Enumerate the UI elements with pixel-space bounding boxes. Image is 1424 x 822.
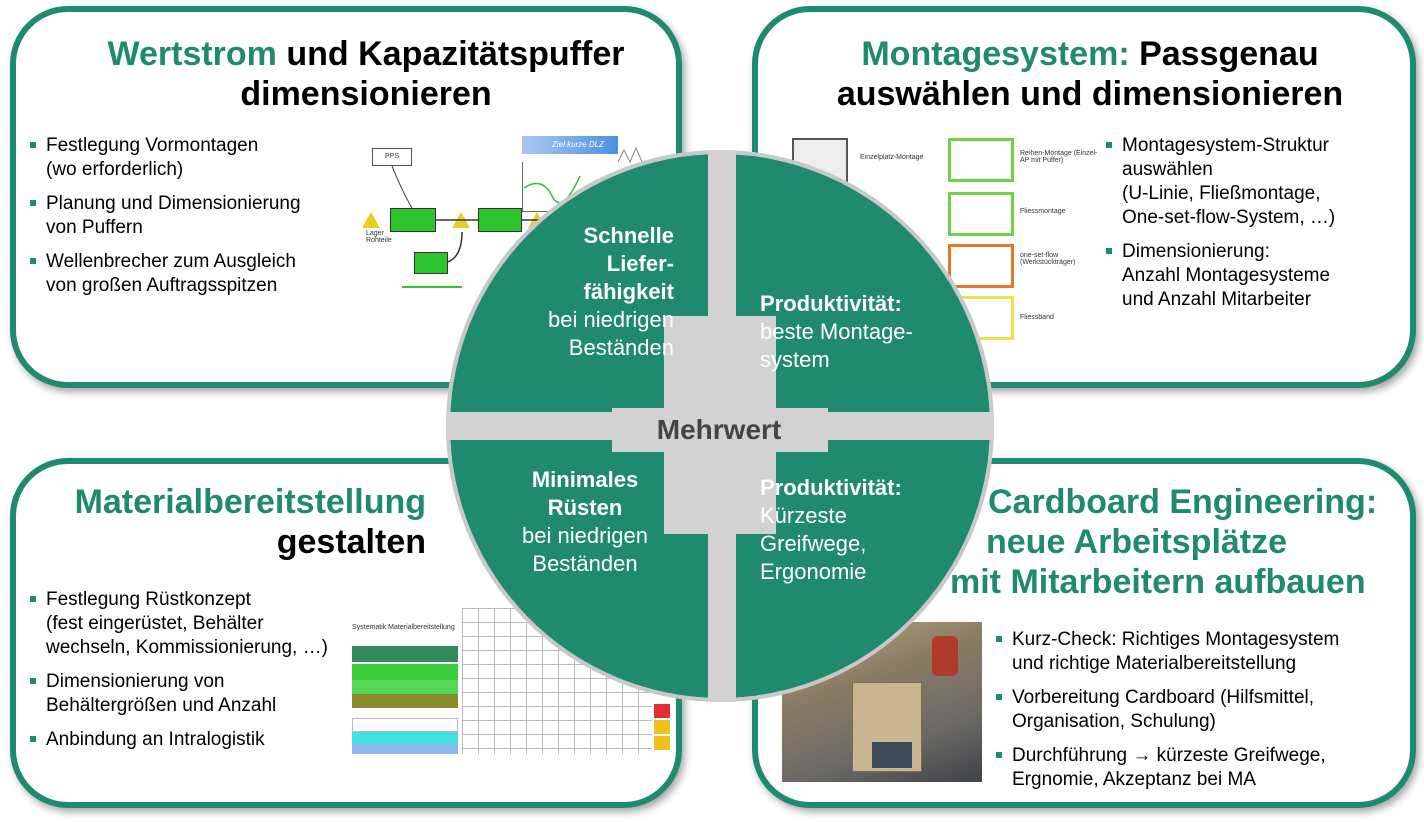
matrix-row-6 bbox=[352, 732, 458, 744]
matrix-status-yellow bbox=[654, 720, 670, 734]
montagesystem-title-line2: auswählen und dimensionieren bbox=[836, 75, 1344, 113]
value-stream-diagram: PPS Ziel kurze DLZ Lager Rohteile bbox=[362, 136, 652, 306]
system-label-3: Fliessmontage bbox=[1020, 208, 1066, 215]
system-thumb-2 bbox=[948, 138, 1014, 182]
quadrant-bottom-right: Produktivität: Kürzeste Greifwege, Ergon… bbox=[760, 475, 902, 584]
matrix-row-4 bbox=[352, 694, 458, 708]
list-item: Anbindung an Intralogistik bbox=[30, 728, 370, 752]
montagesystem-title-green: Montagesystem: bbox=[861, 35, 1130, 73]
material-title-line2: gestalten bbox=[276, 523, 426, 561]
pps-box: PPS bbox=[372, 148, 412, 166]
wertstrom-title-green: Wertstrom bbox=[107, 35, 277, 73]
cardboard-title-line1: Cardboard Engineering: bbox=[988, 483, 1378, 521]
wave-line bbox=[402, 286, 462, 288]
value-circle bbox=[446, 150, 994, 702]
quadrant-bottom-left: Minimales Rüsten bei niedrigen Beständen bbox=[522, 467, 648, 576]
process-box-2 bbox=[478, 208, 522, 232]
montagesystem-title-rest: Passgenau bbox=[1139, 35, 1319, 73]
matrix-status-yellow-2 bbox=[654, 736, 670, 750]
process-box-3 bbox=[414, 252, 448, 274]
system-label-1: Einzelplatz-Montage bbox=[860, 154, 924, 161]
matrix-caption: Systematik Materialbereitstellung bbox=[352, 624, 455, 631]
wertstrom-title: Wertstrom und Kapazitätspuffer dimension… bbox=[96, 34, 636, 114]
system-label-5: Fliessband bbox=[1020, 314, 1054, 321]
cardboard-title: Cardboard Engineering: neue Arbeitsplätz… bbox=[950, 482, 1390, 602]
lager-triangle-icon bbox=[362, 212, 380, 228]
list-item: Vorbereitung Cardboard (Hilfsmittel,Orga… bbox=[996, 686, 1396, 734]
material-title: Materialbereitstellung gestalten bbox=[66, 482, 426, 562]
matrix-row-2 bbox=[352, 664, 458, 680]
quadrant-top-right: Produktivität: beste Montage- system bbox=[760, 291, 913, 372]
system-thumb-3 bbox=[948, 192, 1014, 236]
ziel-arrow: Ziel kurze DLZ bbox=[522, 136, 618, 154]
quadrant-top-left: Schnelle Liefer- fähigkeit bei niedrigen… bbox=[548, 223, 674, 360]
list-item: Durchführung → kürzeste Greifwege,Ergnom… bbox=[996, 744, 1396, 792]
wertstrom-bullets: Festlegung Vormontagen(wo erforderlich) … bbox=[30, 134, 370, 308]
wertstrom-title-rest: und Kapazitätspuffer bbox=[286, 35, 625, 73]
photo-crate bbox=[872, 742, 912, 768]
list-item: Festlegung Vormontagen(wo erforderlich) bbox=[30, 134, 370, 182]
cardboard-title-line3: mit Mitarbeitern aufbauen bbox=[950, 563, 1366, 601]
matrix-status-red bbox=[654, 704, 670, 718]
material-bullets: Festlegung Rüstkonzept(fest eingerüstet,… bbox=[30, 588, 370, 762]
matrix-row-5 bbox=[352, 718, 458, 732]
wertstrom-title-line2: dimensionieren bbox=[240, 75, 492, 113]
cardboard-title-line2: neue Arbeitsplätze bbox=[986, 523, 1288, 561]
matrix-row-1 bbox=[352, 646, 458, 662]
list-item: Festlegung Rüstkonzept(fest eingerüstet,… bbox=[30, 588, 370, 660]
matrix-row-7 bbox=[352, 744, 458, 754]
montagesystem-title: Montagesystem: Passgenau auswählen und d… bbox=[800, 34, 1380, 114]
system-label-4: one-set-flow (Werkstückträger) bbox=[1020, 252, 1076, 266]
system-label-2: Reihen-Montage (Einzel-AP mit Puffer) bbox=[1020, 150, 1098, 164]
material-title-line1: Materialbereitstellung bbox=[74, 483, 426, 521]
lager-label: Lager Rohteile bbox=[366, 230, 392, 244]
center-label: Mehrwert bbox=[656, 414, 782, 445]
cross-center-horizontal bbox=[612, 408, 828, 452]
matrix-row-3 bbox=[352, 680, 458, 694]
system-thumb-4 bbox=[948, 244, 1014, 288]
photo-person bbox=[932, 636, 958, 676]
process-box-1 bbox=[390, 208, 436, 232]
